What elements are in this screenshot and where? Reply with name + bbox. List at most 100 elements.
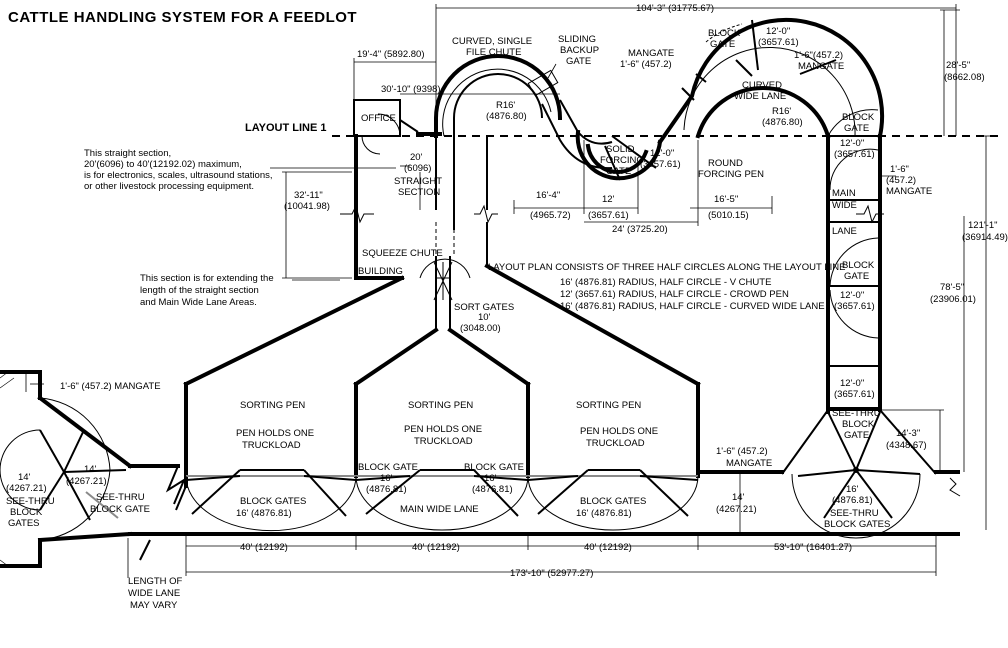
left-14a-2: (4267.21) [6,483,47,494]
dim-16-4-1: 16'-4" [536,190,560,201]
mangate-bottom-right-2: MANGATE [726,458,772,469]
curved-chute-label-1: CURVED, SINGLE [452,36,532,47]
straight-note-1: This straight section, [84,148,171,159]
curved-single-file-chute [434,54,613,170]
r16-left-1: R16' [496,100,515,111]
block-gate-16-right-2: 16' [484,473,497,484]
office-label: OFFICE [361,113,396,124]
dimension-lines [185,4,996,576]
wide-lane-note-2: WIDE LANE [128,588,180,599]
block-gate-right-mid-1: BLOCK [842,260,875,271]
dim-12-0-right-low-2: (3657.61) [834,389,875,400]
block-gates-pen3-1: BLOCK GATES [580,496,646,507]
see-thru-pen-left [0,370,180,568]
mangate-right-2: (457.2) [886,175,916,186]
block-gate-right-top-2: GATE [844,123,869,134]
see-thru-16-3: SEE-THRU [830,508,879,519]
pen1-holds-2: TRUCKLOAD [242,440,301,451]
sorting-pen-1: SORTING PEN [240,400,305,411]
sorting-pen-2: SORTING PEN [408,400,473,411]
see-thru-left-2: BLOCK [10,507,43,518]
round-forcing-pen-2: FORCING PEN [698,169,764,180]
dim-32-11-2: (10041.98) [284,201,330,212]
mangate-right-1: 1'-6" [890,164,909,175]
sort-gates-2: 10' [478,312,491,323]
dim-24: 24' (3725.20) [612,224,668,235]
dim-14-bottom-2: (4267.21) [716,504,757,515]
layout-plan-4: 16' (4876.81) RADIUS, HALF CIRCLE - CURV… [560,301,825,312]
see-thru-gate-left-1: SEE-THRU [96,492,145,503]
pen2-holds-1: PEN HOLDS ONE [404,424,482,435]
pen2-holds-2: TRUCKLOAD [414,436,473,447]
dim-12-0-right-2: (3657.61) [834,149,875,160]
dim-14-3-2: (4348.67) [886,440,927,451]
block-gate-top-1: BLOCK [708,28,741,39]
see-thru-right-2: BLOCK [842,419,875,430]
block-gate-16-right-1: BLOCK GATE [464,462,524,473]
pen3-holds-1: PEN HOLDS ONE [580,426,658,437]
crowd-pen [575,129,663,181]
straight-note-4: or other livestock processing equipment. [84,181,254,192]
see-thru-pen-right [781,409,937,539]
labels: 104'-3" (31775.67) 19'-4" (5892.80) 30'-… [6,3,1008,611]
extend-note-1: This section is for extending the [140,273,274,284]
dim-121-1-2: (36914.49) [962,232,1008,243]
layout-plan-1: LAYOUT PLAN CONSISTS OF THREE HALF CIRCL… [488,262,845,273]
dim-78-5-1: 78'-5" [940,282,964,293]
see-thru-16-1: 16' [846,484,859,495]
mangate-right-3: MANGATE [886,186,932,197]
see-thru-16-2: (4876.81) [832,495,873,506]
sort-gates-1: SORT GATES [454,302,514,313]
main-wide-lane-label: MAIN WIDE LANE [400,504,479,515]
solid-forcing-gate-2: FORCING [600,155,644,166]
wide-lane-note-1: LENGTH OF [128,576,183,587]
dim-12-0-mid-2: (3657.61) [640,159,681,170]
sliding-backup-gate [527,63,559,97]
dim-16-5-1: 16'-5" [714,194,738,205]
layout-plan-2: 16' (4876.81) RADIUS, HALF CIRCLE - V CH… [560,277,771,288]
block-gate-top-2: GATE [710,39,735,50]
left-14b-2: (4267.21) [66,476,107,487]
dim-12-0-mid-1: 12'-0" [650,148,674,159]
sliding-gate-label-2: BACKUP [560,45,599,56]
sliding-gate-label-3: GATE [566,56,591,67]
dim-173-10: 173'-10" (52977.27) [510,568,593,579]
curved-wide-lane [657,17,885,145]
dim-78-5-2: (23906.01) [930,294,976,305]
solid-forcing-gate-3: GATE [606,166,631,177]
mangate-top-1: MANGATE [628,48,674,59]
sliding-gate-label-1: SLIDING [558,34,596,45]
extend-note-2: length of the straight section [140,285,259,296]
block-gate-16-left-3: (4876.81) [366,484,407,495]
r16-right-1: R16' [772,106,791,117]
see-thru-left-1: SEE-THRU [6,496,55,507]
left-14b-1: 14' [84,464,97,475]
mangate-bottom-right-1: 1'-6" (457.2) [716,446,768,457]
main-wide-lane-vert-1: MAIN [832,188,856,199]
dim-16-4-2: (4965.72) [530,210,571,221]
dim-12-0-top-2: (3657.61) [758,37,799,48]
see-thru-gate-left-2: BLOCK GATE [90,504,150,515]
squeeze-chute-label: SQUEEZE CHUTE [362,248,443,259]
sort-gates-3: (3048.00) [460,323,501,334]
dim-28-5-1: 28'-5" [946,60,970,71]
layout-plan-3: 12' (3657.61) RADIUS, HALF CIRCLE - CROW… [560,289,789,300]
extend-note-3: and Main Wide Lane Areas. [140,297,257,308]
block-gates-pen1 [185,469,357,532]
block-gates-pen3-2: 16' (4876.81) [576,508,632,519]
wide-lane-note-3: MAY VARY [130,600,178,611]
straight-label-3: STRAIGHT [394,176,442,187]
curved-chute-label-2: FILE CHUTE [466,47,521,58]
mangate-left: 1'-6" (457.2) MANGATE [60,381,161,392]
see-thru-16-4: BLOCK GATES [824,519,890,530]
drawing-title: CATTLE HANDLING SYSTEM FOR A FEEDLOT [8,9,357,26]
dim-53-10: 53'-10" (16401.27) [774,542,852,553]
r16-left-2: (4876.80) [486,111,527,122]
pen1-holds-1: PEN HOLDS ONE [236,428,314,439]
see-thru-right-3: GATE [844,430,869,441]
dim-28-5-2: (8662.08) [944,72,985,83]
dim-12-0-right-mid-1: 12'-0" [840,290,864,301]
main-wide-lane-vertical [826,134,882,414]
dim-121-1-1: 121'-1" [968,220,997,231]
block-gates-pen3 [527,469,699,531]
